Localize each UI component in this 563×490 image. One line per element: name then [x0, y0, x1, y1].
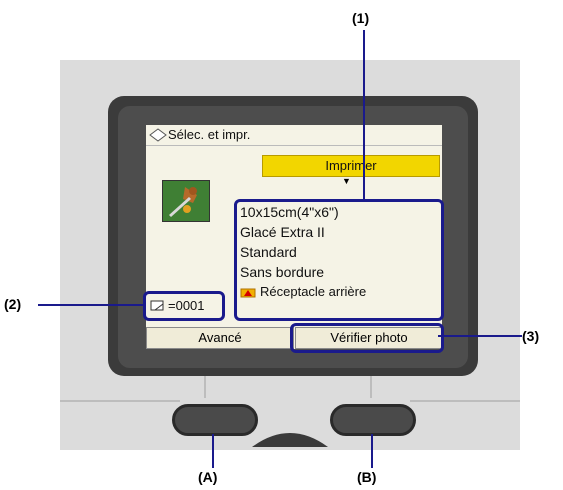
paper-source-icon [240, 286, 258, 298]
print-button-label: Imprimer [325, 158, 377, 173]
setting-paper-size[interactable]: 10x15cm(4"x6") [240, 204, 339, 220]
screen-title-bar: Sélec. et impr. [146, 125, 442, 146]
softkey-advanced[interactable]: Avancé [146, 327, 294, 349]
copies-count: =0001 [168, 298, 205, 313]
panel-tick-right [370, 376, 372, 398]
callout-line-b [371, 434, 373, 468]
screen-title: Sélec. et impr. [168, 127, 251, 142]
callout-box-copies [143, 291, 225, 321]
panel-line-left [60, 400, 180, 402]
softkey-check-photo-label: Vérifier photo [330, 330, 408, 345]
callout-label-3: (3) [522, 328, 540, 344]
panel-line-right [410, 400, 520, 402]
callout-line-1 [363, 30, 365, 200]
callout-box-settings [234, 199, 444, 321]
setting-print-quality[interactable]: Standard [240, 244, 297, 260]
settings-list[interactable]: 10x15cm(4"x6") Glacé Extra II Standard S… [240, 204, 436, 316]
setting-border[interactable]: Sans bordure [240, 264, 325, 280]
squirrel-photo-icon [163, 181, 209, 221]
setting-paper-source[interactable]: Réceptacle arrière [260, 284, 367, 299]
photo-card-icon [149, 128, 167, 142]
print-button[interactable]: Imprimer [262, 155, 440, 177]
callout-label-2: (2) [4, 296, 22, 312]
callout-label-b: (B) [357, 469, 377, 485]
callout-label-a: (A) [198, 469, 218, 485]
setting-media-type[interactable]: Glacé Extra II [240, 224, 325, 240]
panel-arc [252, 433, 328, 447]
callout-line-2 [38, 304, 143, 306]
copies-sheet-icon [150, 300, 164, 311]
callout-label-1: (1) [352, 10, 370, 26]
panel-tick-left [204, 376, 206, 398]
function-button-right[interactable] [330, 404, 416, 436]
callout-box-softkey [290, 323, 444, 353]
softkey-advanced-label: Avancé [198, 330, 242, 345]
function-button-left[interactable] [172, 404, 258, 436]
photo-thumbnail [162, 180, 210, 222]
down-arrow-icon: ▼ [342, 176, 351, 186]
copies-indicator: =0001 [148, 297, 218, 315]
callout-line-3 [438, 335, 522, 337]
callout-line-a [212, 434, 214, 468]
softkey-check-photo[interactable]: Vérifier photo [295, 327, 442, 349]
